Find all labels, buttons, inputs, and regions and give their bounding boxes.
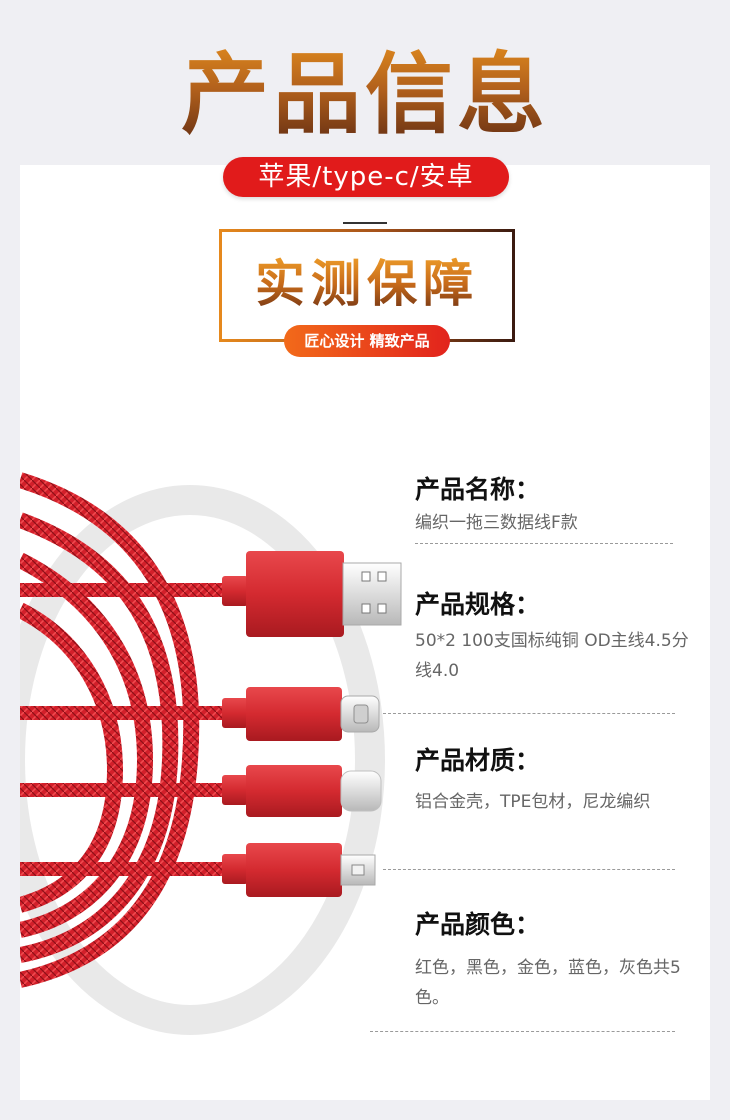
guarantee-subtitle: 匠心设计 精致产品 [284,325,450,357]
spec-label-size: 产品规格： [415,590,541,619]
divider [370,1031,675,1032]
divider [415,543,673,544]
spec-label-color: 产品颜色： [415,910,541,939]
spec-value-name: 编织一拖三数据线F款 [415,513,578,533]
page-title: 产品信息 [0,40,730,150]
usb-c-connector [222,687,380,741]
spec-value-size: 50*2 100支国标纯铜 OD主线4.5分线4.0 [415,631,689,681]
spec-value-color: 红色，黑色，金色，蓝色，灰色共5色。 [415,958,681,1008]
compatibility-pill: 苹果/type-c/安卓 [223,157,509,197]
usb-a-connector [222,551,402,637]
divider [383,869,675,870]
divider [383,713,675,714]
micro-usb-connector [222,843,376,897]
spec-label-material: 产品材质： [415,746,541,775]
spec-label-name: 产品名称： [415,475,541,504]
guarantee-title: 实测保障 [222,254,512,314]
lightning-connector [222,765,382,817]
guarantee-box: 实测保障 [219,229,515,342]
spec-value-material: 铝合金壳，TPE包材，尼龙编织 [415,792,651,812]
divider [343,222,387,224]
